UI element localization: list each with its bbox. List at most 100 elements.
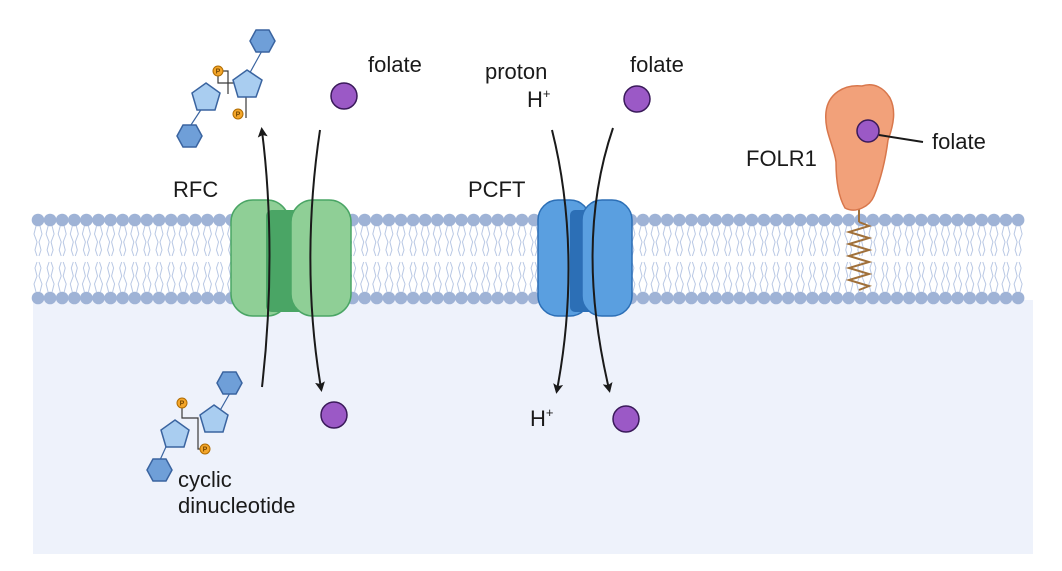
lipid-tail xyxy=(517,261,527,293)
lipid-head xyxy=(55,291,69,305)
folr1-anchor xyxy=(845,208,873,291)
lipid-tail xyxy=(529,225,539,257)
lipid-tail xyxy=(142,225,152,257)
lipid-tail xyxy=(106,261,116,293)
lipid-head xyxy=(745,213,759,227)
lipid-tail xyxy=(360,261,370,293)
lipid-head xyxy=(418,213,432,227)
folate-label-pcft: folate xyxy=(630,52,684,77)
lipid-head xyxy=(951,291,964,305)
folr1-protein xyxy=(825,84,895,211)
lipid-tail xyxy=(372,225,382,257)
lipid-tail xyxy=(456,261,467,293)
lipid-tail xyxy=(711,225,721,257)
lipid-head xyxy=(963,291,976,305)
lipid-head xyxy=(854,291,868,305)
lipid-head xyxy=(902,291,916,305)
pcft-transporter xyxy=(537,199,633,317)
lipid-head xyxy=(1011,213,1025,227)
proton-h-label-bottom: H+ xyxy=(530,405,553,431)
lipid-head xyxy=(443,213,456,227)
h-symbol: H xyxy=(527,87,543,112)
lipid-head xyxy=(491,291,505,305)
pentagon-icon xyxy=(232,69,263,98)
lipid-head xyxy=(915,291,928,305)
lipid-tail xyxy=(868,261,878,293)
lipid-tail xyxy=(420,225,430,257)
lipid-head xyxy=(939,291,952,305)
lipid-tail xyxy=(190,225,200,257)
lipid-tail xyxy=(130,225,140,257)
lipid-tail xyxy=(989,225,999,257)
lipid-tail xyxy=(940,261,951,293)
lipid-tail xyxy=(360,225,370,257)
lipid-tail xyxy=(432,261,442,293)
lipid-tail xyxy=(989,261,999,293)
lipid-tail xyxy=(166,261,176,293)
lipid-tail xyxy=(686,225,696,257)
lipid-tail xyxy=(916,225,926,257)
lipid-tail xyxy=(844,261,854,293)
rfc-label: RFC xyxy=(173,177,218,202)
lipid-head xyxy=(902,213,916,227)
lipid-tail xyxy=(807,225,817,257)
lipid-tail xyxy=(674,225,684,257)
lipid-tail xyxy=(505,225,515,257)
phosphate-icon xyxy=(212,65,224,77)
pcft-proton-arrow xyxy=(551,129,570,394)
lipid-tail xyxy=(178,225,188,257)
lipid-tail xyxy=(142,261,152,293)
lipid-tail xyxy=(493,261,503,293)
lipid-tail xyxy=(783,225,793,257)
lipid-head xyxy=(176,213,190,227)
lipid-head xyxy=(673,213,686,227)
folate-molecule-icon xyxy=(612,405,640,433)
lipid-head xyxy=(866,291,880,305)
lipid-head xyxy=(189,213,202,227)
pentagon-icon xyxy=(199,404,229,433)
pentagon-icon xyxy=(160,419,190,448)
lipid-head xyxy=(31,291,45,305)
phosphate-icon xyxy=(176,397,188,409)
lipid-tail xyxy=(819,261,830,293)
lipid-head xyxy=(491,213,505,227)
rfc-transporter xyxy=(230,199,352,317)
lipid-head xyxy=(963,213,976,227)
lipid-tail xyxy=(662,261,672,293)
cyclic-dinucleotide-label-line2: dinucleotide xyxy=(178,493,295,518)
folate-molecule-icon xyxy=(320,401,348,429)
lipid-head xyxy=(830,291,843,305)
lipid-tails-inner xyxy=(33,261,1023,293)
lipid-tail xyxy=(928,261,938,293)
lipid-tail xyxy=(493,225,503,257)
lipid-tail xyxy=(650,261,660,293)
lipid-tail xyxy=(1013,225,1023,257)
lipid-head xyxy=(878,291,892,305)
lipid-head xyxy=(927,213,940,227)
lipid-head xyxy=(757,291,771,305)
hexagon-icon xyxy=(216,371,243,395)
lipid-tail xyxy=(953,225,963,257)
lipid-tail xyxy=(118,261,128,293)
lipid-tail xyxy=(166,225,176,257)
lipid-head xyxy=(503,213,517,227)
lipid-head xyxy=(866,213,880,227)
lipid-tail xyxy=(662,225,672,257)
lipid-head xyxy=(370,213,384,227)
lipid-head xyxy=(140,291,154,305)
lipid-tail xyxy=(93,225,104,257)
lipid-head xyxy=(697,213,710,227)
lipid-head xyxy=(164,291,178,305)
folate-pointer xyxy=(878,134,924,143)
lipid-tail xyxy=(432,225,442,257)
lipid-head xyxy=(757,213,771,227)
lipid-head xyxy=(999,291,1013,305)
lipid-head xyxy=(721,213,734,227)
lipid-head xyxy=(467,291,480,305)
lipid-head xyxy=(939,213,952,227)
lipid-head xyxy=(80,291,93,305)
lipid-head xyxy=(152,213,166,227)
lipid-tail xyxy=(372,261,382,293)
cyclic-dinucleotide-icon: P P xyxy=(146,371,243,482)
lipid-head xyxy=(189,291,202,305)
